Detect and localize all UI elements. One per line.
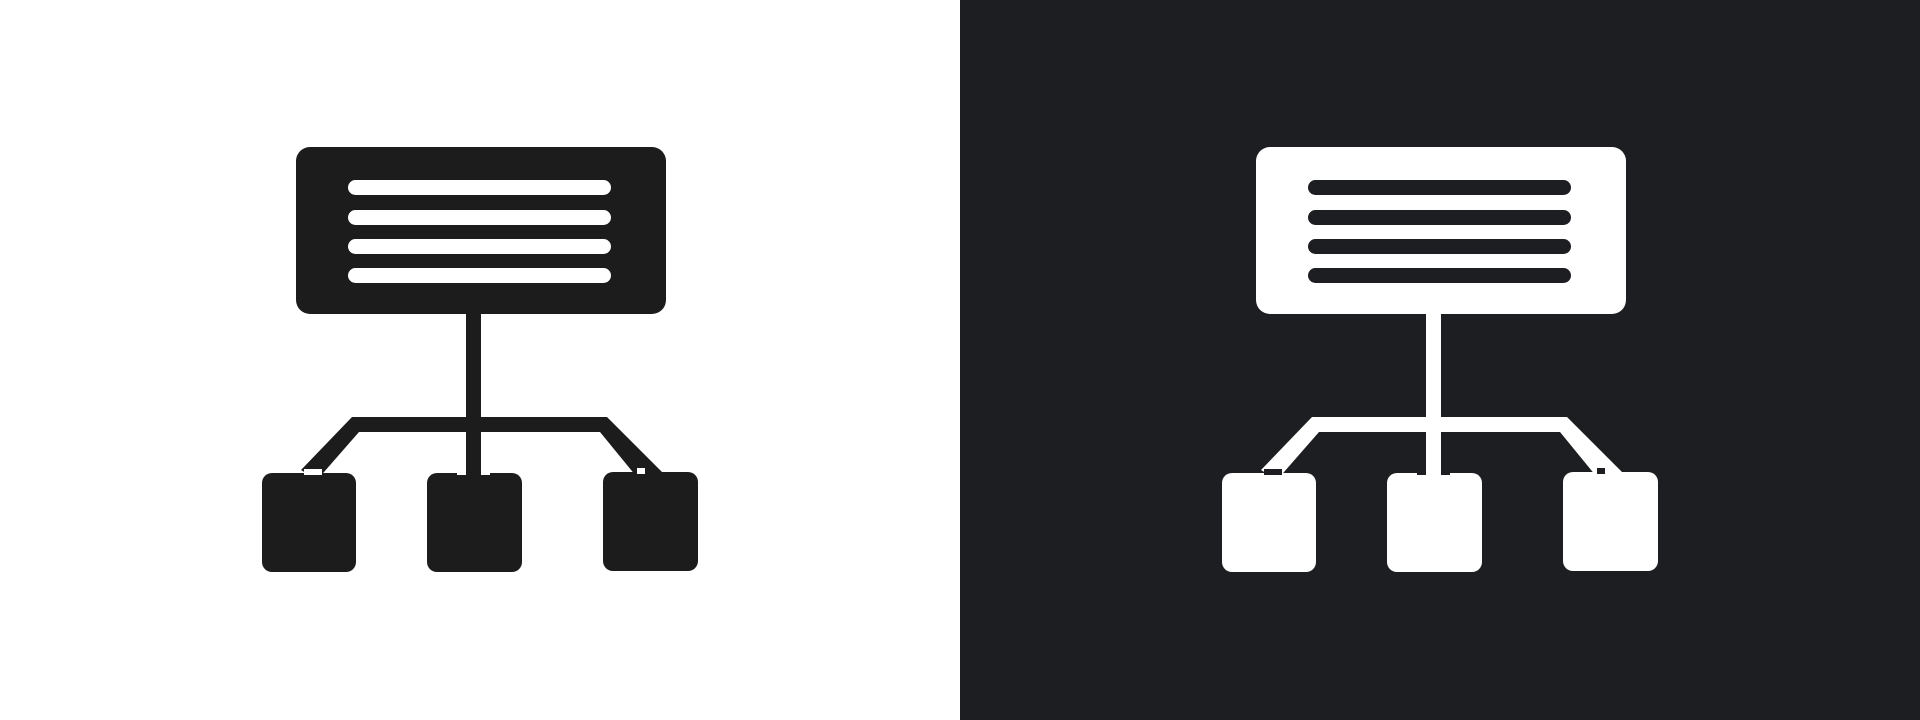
child-box-2: [1387, 473, 1482, 572]
child-box-1: [262, 473, 356, 572]
light-panel: [262, 147, 698, 572]
branch-line: [1261, 417, 1623, 487]
text-line-2: [348, 210, 611, 225]
text-line-1: [348, 180, 611, 195]
text-line-4: [1308, 268, 1571, 283]
child-box-1: [1222, 473, 1316, 572]
text-line-2: [1308, 210, 1571, 225]
text-line-4: [348, 268, 611, 283]
child-box-3: [1563, 472, 1658, 571]
text-line-1: [1308, 180, 1571, 195]
document-box: [296, 147, 666, 314]
child-box-3: [603, 472, 698, 571]
trunk-line: [466, 312, 481, 475]
text-line-3: [1308, 239, 1571, 254]
branch-line: [301, 417, 663, 487]
sitemap-hierarchy-icon-inverted: [1222, 147, 1658, 572]
sitemap-hierarchy-icon-filled: [262, 147, 698, 572]
trunk-line: [1426, 312, 1441, 475]
child-box-2: [427, 473, 522, 572]
dark-panel: [960, 0, 1920, 720]
document-box: [1256, 147, 1626, 314]
text-line-3: [348, 239, 611, 254]
